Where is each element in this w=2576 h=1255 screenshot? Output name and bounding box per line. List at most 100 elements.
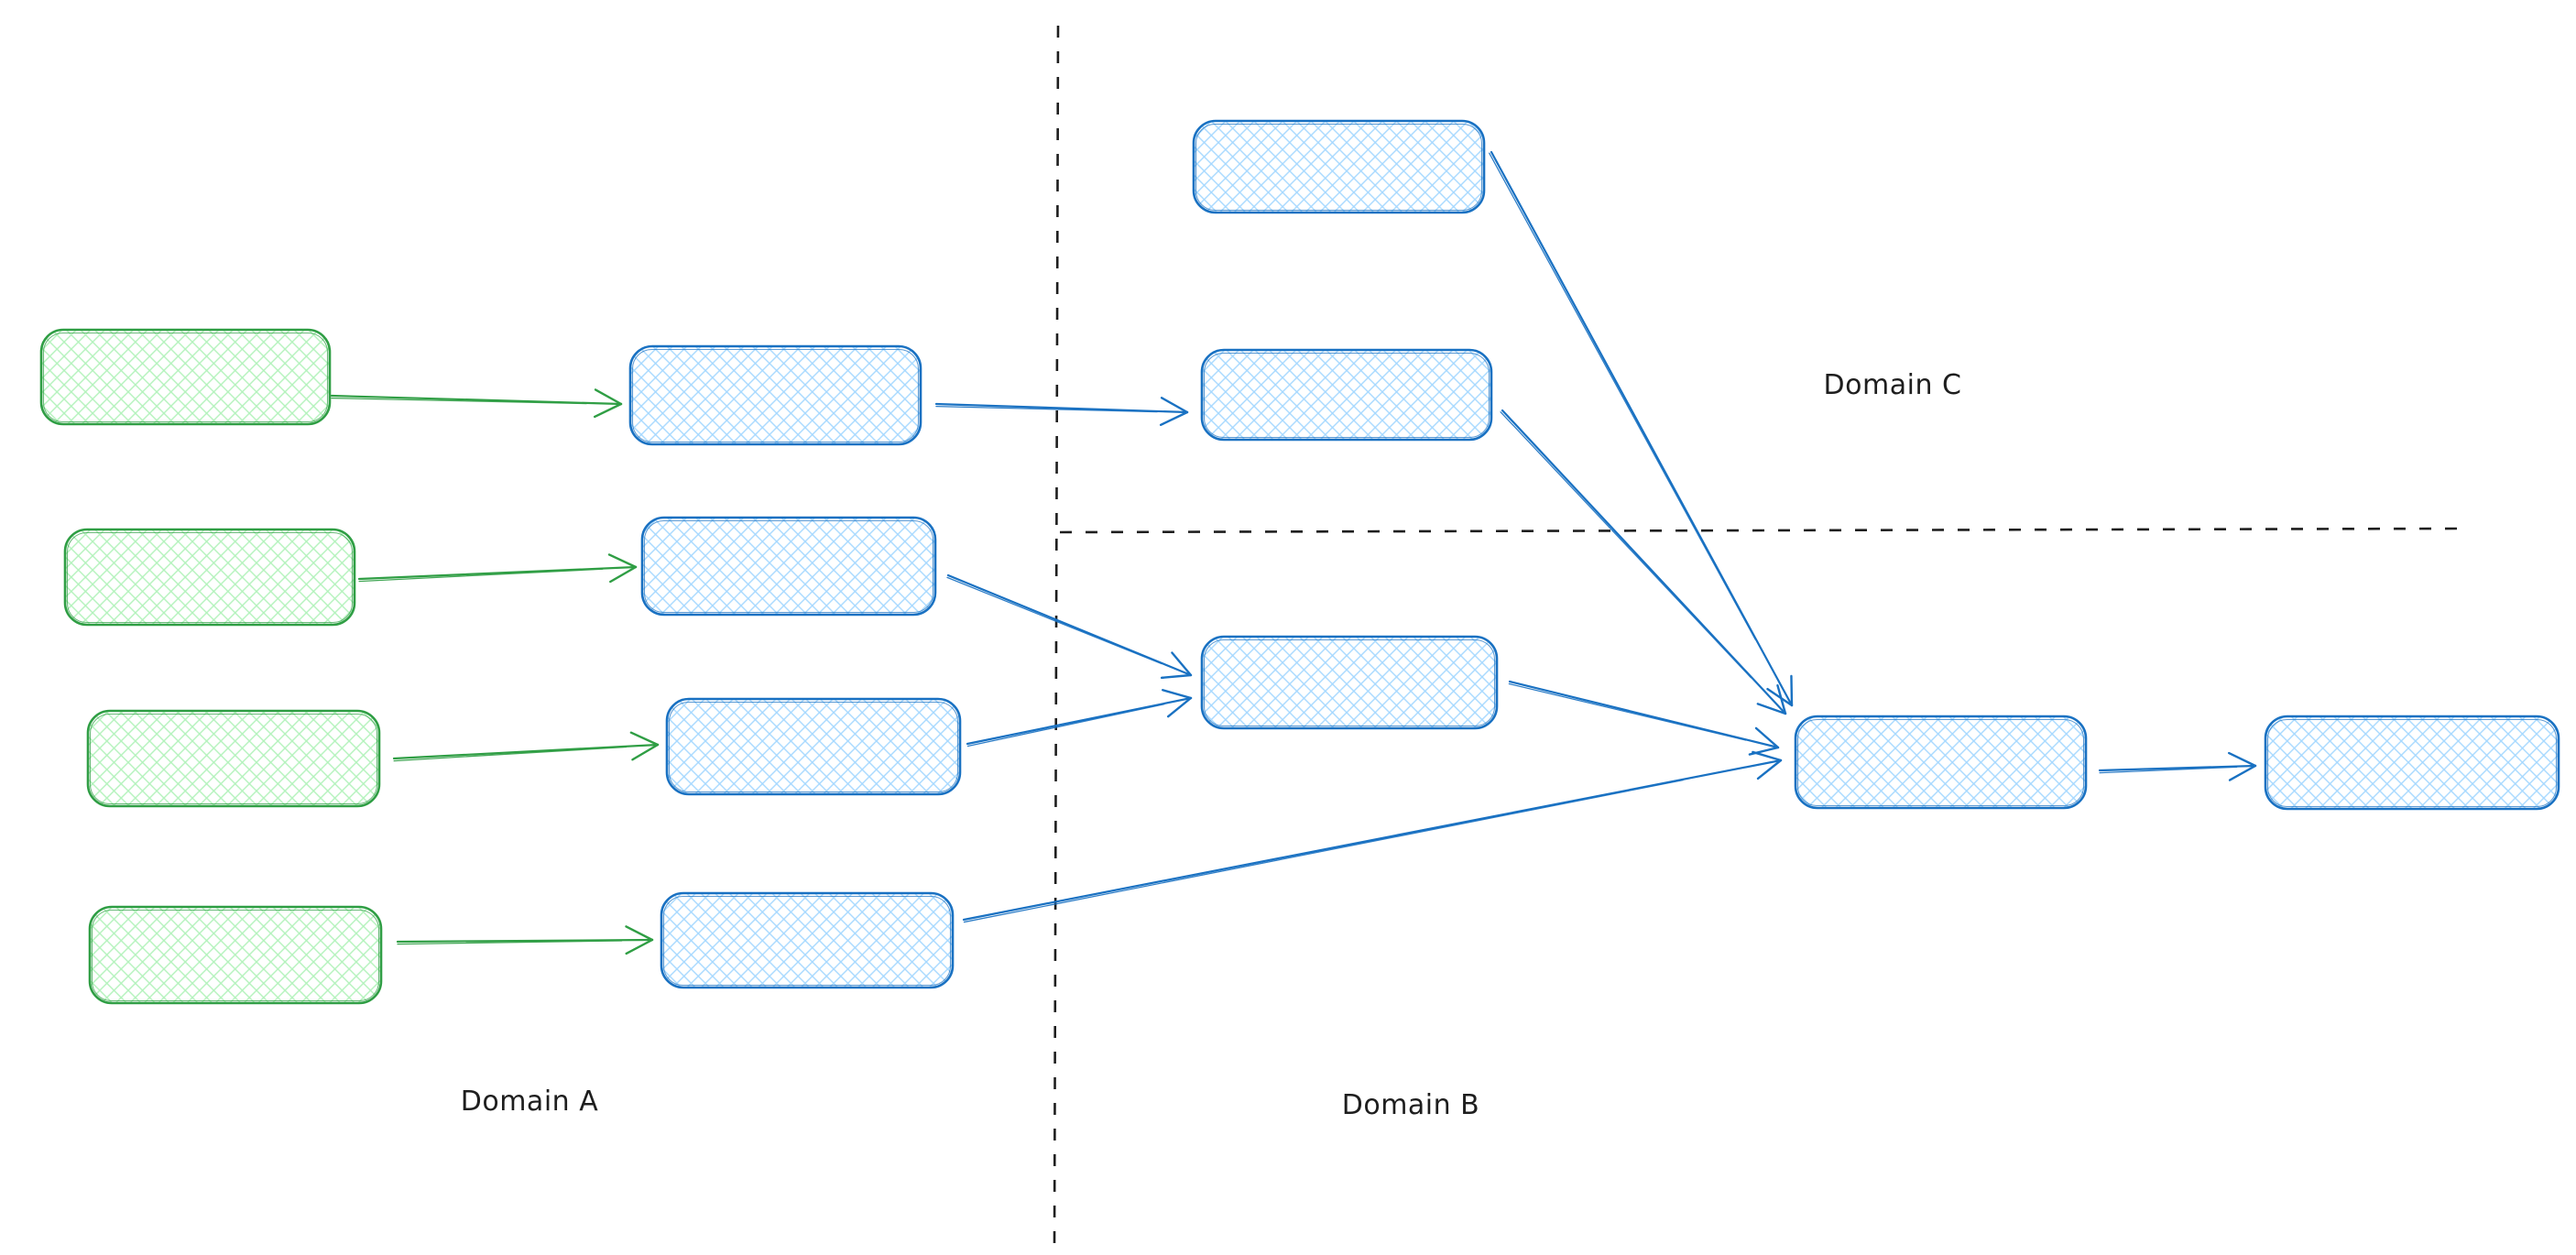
arrowhead xyxy=(1756,758,1783,780)
node-box-sketch xyxy=(662,895,952,987)
edge-shaft-sketch xyxy=(2099,766,2238,774)
node-box-sketch xyxy=(668,701,959,793)
node-blue-b-end xyxy=(2264,715,2560,811)
node-box-green-2 xyxy=(63,528,356,627)
node-green-3 xyxy=(86,709,381,808)
arrowhead xyxy=(1160,673,1193,680)
edge-shaft-sketch xyxy=(358,568,604,583)
edge-shaft xyxy=(357,565,638,581)
edge-shaft-sketch xyxy=(966,704,1165,748)
arrowhead xyxy=(629,731,660,747)
edge-shaft xyxy=(396,938,654,944)
edge-shaft-sketch xyxy=(946,576,1162,665)
node-green-2 xyxy=(63,528,356,627)
node-blue-c1 xyxy=(1192,119,1486,214)
arrowhead xyxy=(1754,726,1780,749)
node-box-sketch xyxy=(1796,718,2085,807)
node-green-4 xyxy=(88,905,383,1005)
arrowhead xyxy=(1160,397,1189,414)
arrowhead xyxy=(594,388,623,406)
edge-shaft xyxy=(946,573,1193,677)
arrowhead xyxy=(1766,687,1794,707)
edge-shaft-sketch xyxy=(935,405,1158,413)
node-box-sketch xyxy=(1203,638,1496,727)
edge-shaft-sketch xyxy=(1500,411,1752,679)
arrowhead xyxy=(1159,410,1189,427)
arrowhead xyxy=(1162,689,1193,700)
node-blue-a3 xyxy=(665,697,962,796)
node-blue-b-mid xyxy=(1200,635,1499,730)
edge-blue-b-hub-to-blue-b-end xyxy=(2098,751,2257,781)
edge-blue-a2-to-blue-b-mid xyxy=(946,573,1193,680)
arrowhead xyxy=(1748,746,1780,756)
edge-blue-a1-to-blue-c2 xyxy=(934,397,1189,427)
edge-shaft xyxy=(1490,150,1794,707)
edge-shaft xyxy=(1501,409,1787,715)
node-green-1 xyxy=(39,328,332,426)
edge-shaft xyxy=(392,743,660,760)
edge-shaft xyxy=(1508,680,1780,749)
edge-green-4-to-blue-a4 xyxy=(396,925,654,955)
edge-shaft-sketch xyxy=(331,397,587,405)
node-box-blue-c1 xyxy=(1192,119,1486,214)
edge-green-2-to-blue-a2 xyxy=(357,553,638,584)
node-box-green-1 xyxy=(39,328,332,426)
node-box-blue-b-mid xyxy=(1200,635,1499,730)
node-box-sketch xyxy=(42,332,329,423)
arrowhead xyxy=(609,565,638,584)
domain-a-label: Domain A xyxy=(461,1086,598,1118)
node-box-sketch xyxy=(89,713,378,805)
edge-blue-a3-to-blue-b-mid xyxy=(966,689,1193,748)
edge-blue-c2-to-blue-b-hub xyxy=(1500,409,1787,715)
node-box-sketch xyxy=(631,348,920,443)
edge-shaft-sketch xyxy=(393,746,628,762)
node-box-sketch xyxy=(1203,352,1490,439)
edge-blue-c1-to-blue-b-hub xyxy=(1489,150,1794,707)
node-blue-a1 xyxy=(628,344,922,446)
edge-shaft xyxy=(2098,764,2257,772)
arrowhead xyxy=(625,938,654,955)
edge-shaft-sketch xyxy=(1508,682,1747,741)
node-box-sketch xyxy=(1195,123,1483,212)
domain-c-label: Domain C xyxy=(1824,369,1962,401)
node-box-sketch xyxy=(643,519,934,614)
arrowhead xyxy=(607,553,638,569)
arrowhead xyxy=(1166,696,1193,718)
edge-shaft-sketch xyxy=(963,779,1684,923)
edge-blue-b-mid-to-blue-b-hub xyxy=(1508,680,1780,756)
edge-shaft xyxy=(330,394,623,406)
node-box-blue-a3 xyxy=(665,697,962,796)
node-box-green-3 xyxy=(86,709,381,808)
edge-shaft xyxy=(934,402,1189,414)
edge-shaft xyxy=(966,696,1193,746)
node-box-blue-a4 xyxy=(660,891,955,989)
edge-shaft-sketch xyxy=(397,940,623,945)
node-box-blue-c2 xyxy=(1200,348,1493,442)
horizontal-divider xyxy=(1059,527,2461,534)
arrowhead xyxy=(2228,764,2257,781)
node-box-green-4 xyxy=(88,905,383,1005)
node-box-sketch xyxy=(66,531,354,624)
edge-shaft-sketch xyxy=(1489,152,1756,640)
domain-b-label: Domain B xyxy=(1342,1089,1480,1121)
arrowhead xyxy=(631,743,660,761)
node-box-sketch xyxy=(91,909,380,1002)
node-blue-a4 xyxy=(660,891,955,989)
node-blue-c2 xyxy=(1200,348,1493,442)
arrowhead xyxy=(1756,703,1787,715)
edge-shaft xyxy=(962,758,1783,922)
node-blue-a2 xyxy=(640,516,937,617)
node-box-blue-a1 xyxy=(628,344,922,446)
arrowhead xyxy=(1790,674,1794,707)
node-blue-b-hub xyxy=(1794,715,2088,810)
node-box-sketch xyxy=(2266,718,2558,808)
arrowhead xyxy=(1776,683,1787,715)
arrowhead xyxy=(2227,751,2257,768)
edge-green-1-to-blue-a1 xyxy=(330,388,623,419)
arrowhead xyxy=(1171,651,1193,677)
edge-green-3-to-blue-a3 xyxy=(392,731,660,762)
node-box-blue-a2 xyxy=(640,516,937,617)
arrowhead xyxy=(594,402,623,419)
